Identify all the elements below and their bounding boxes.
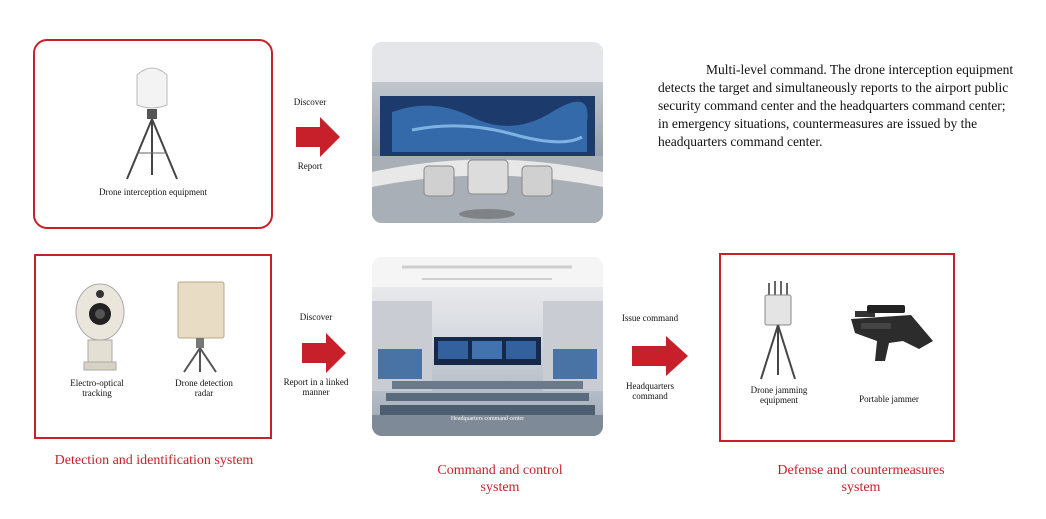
right-arrow-icon <box>632 336 688 376</box>
hq-scene <box>372 257 603 436</box>
defense-caption: Defense and countermeasures system <box>777 463 945 495</box>
tripod-sensor-icon <box>126 67 178 180</box>
radar-panel-icon <box>177 281 225 373</box>
portable-jammer-icon <box>851 305 933 361</box>
hq-room-label: Headquarters command center <box>450 416 525 422</box>
jamming-equipment-label: Drone jamming equipment <box>750 385 808 405</box>
right-arrow-icon <box>302 333 346 373</box>
defense-box: Drone jamming equipment Portable jammer <box>719 253 955 442</box>
right-arrow-icon <box>296 117 340 157</box>
link-arrow-top-label: Discover <box>299 312 333 322</box>
top-arrow-top-label: Discover <box>293 97 327 107</box>
radar-label: Drone detection radar <box>175 378 233 398</box>
issue-arrow-bottom-label: Headquarters command <box>626 381 674 401</box>
command-center-scene <box>372 42 603 223</box>
airport-command-center-photo <box>372 42 603 223</box>
interception-equipment-box: Drone interception equipment <box>33 39 273 229</box>
eo-tracking-label: Electro-optical tracking <box>70 378 124 398</box>
portable-jammer-label: Portable jammer <box>859 394 919 404</box>
interception-equipment-label: Drone interception equipment <box>99 187 207 197</box>
issue-arrow-top-label: Issue command <box>621 313 679 323</box>
hq-command-center-photo: Headquarters command center <box>372 257 603 436</box>
top-arrow-bottom-label: Report <box>297 161 323 171</box>
command-caption: Command and control system <box>437 463 563 495</box>
detection-caption: Detection and identification system <box>54 453 254 468</box>
detection-box: Electro-optical tracking Drone detection… <box>34 254 272 439</box>
eo-tracking-icon <box>75 283 125 371</box>
description-text: Multi-level command. The drone intercept… <box>658 62 1014 149</box>
jamming-tower-icon <box>760 281 796 380</box>
link-arrow-bottom-label: Report in a linked manner <box>283 377 349 397</box>
